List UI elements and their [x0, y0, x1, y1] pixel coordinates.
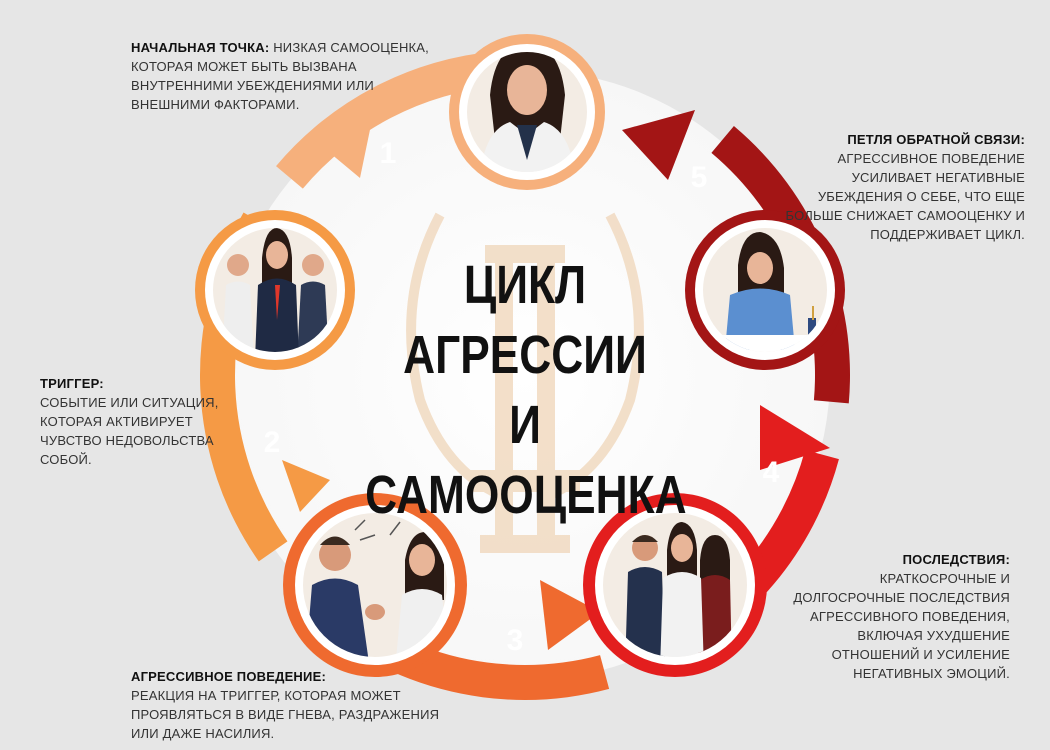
three-business-people-group	[625, 522, 732, 657]
ring-segment-3	[295, 580, 610, 700]
caption-step-4-heading: ПОСЛЕДСТВИЯ:	[902, 552, 1010, 567]
title-line-3: И САМООЦЕНКА	[365, 395, 687, 525]
caption-step-5: ПЕТЛЯ ОБРАТНОЙ СВЯЗИ: АГРЕССИВНОЕ ПОВЕДЕ…	[770, 130, 1025, 244]
arrowhead-1	[318, 120, 372, 178]
caption-step-3: АГРЕССИВНОЕ ПОВЕДЕНИЕ: РЕАКЦИЯ НА ТРИГГЕ…	[131, 667, 461, 743]
portrait-step-5	[685, 210, 845, 370]
caption-step-5-text: АГРЕССИВНОЕ ПОВЕДЕНИЕ УСИЛИВАЕТ НЕГАТИВН…	[785, 151, 1025, 242]
woman-in-white-blazer-portrait	[480, 52, 575, 172]
step-number-3: 3	[507, 624, 524, 657]
arrowhead-5	[622, 110, 695, 180]
portrait-step-1	[449, 34, 605, 190]
caption-step-4-text: КРАТКОСРОЧНЫЕ И ДОЛГОСРОЧНЫЕ ПОСЛЕДСТВИЯ…	[793, 571, 1010, 681]
portrait-step-2	[195, 210, 355, 370]
caption-step-5-heading: ПЕТЛЯ ОБРАТНОЙ СВЯЗИ:	[847, 132, 1025, 147]
portrait-step-3	[283, 493, 467, 677]
portrait-step-4	[583, 493, 767, 677]
caption-step-1-text: НИЗКАЯ САМООЦЕНКА, КОТОРАЯ МОЖЕТ БЫТЬ ВЫ…	[131, 40, 429, 112]
title-line-2: АГРЕССИИ	[403, 325, 647, 385]
watermark-logo	[406, 212, 644, 553]
caption-step-4: ПОСЛЕДСТВИЯ: КРАТКОСРОЧНЫЕ И ДОЛГОСРОЧНЫ…	[790, 550, 1010, 683]
arrowhead-2	[282, 460, 330, 512]
caption-step-3-text: РЕАКЦИЯ НА ТРИГГЕР, КОТОРАЯ МОЖЕТ ПРОЯВЛ…	[131, 688, 440, 741]
step-number-5: 5	[691, 161, 708, 194]
step-number-2: 2	[264, 426, 281, 459]
diagram-title: ЦИКЛ АГРЕССИИ И САМООЦЕНКА	[365, 250, 687, 530]
arrowhead-3	[540, 580, 600, 650]
arrowhead-4	[760, 405, 830, 470]
caption-step-1: НАЧАЛЬНАЯ ТОЧКА: НИЗКАЯ САМООЦЕНКА, КОТО…	[131, 38, 431, 114]
caption-step-3-heading: АГРЕССИВНОЕ ПОВЕДЕНИЕ:	[131, 669, 326, 684]
arrowheads	[282, 110, 830, 650]
step-number-4: 4	[763, 456, 780, 489]
title-line-1: ЦИКЛ	[463, 255, 587, 315]
step-numbers: 1 2 3 4 5	[264, 137, 780, 657]
stressed-woman-at-desk	[703, 232, 827, 352]
step-number-1: 1	[380, 137, 397, 170]
caption-step-2-heading: ТРИГГЕР:	[40, 376, 104, 391]
caption-step-2: ТРИГГЕР: СОБЫТИЕ ИЛИ СИТУАЦИЯ, КОТОРАЯ А…	[40, 374, 240, 469]
caption-step-1-heading: НАЧАЛЬНАЯ ТОЧКА:	[131, 40, 270, 55]
caption-step-2-text: СОБЫТИЕ ИЛИ СИТУАЦИЯ, КОТОРАЯ АКТИВИРУЕТ…	[40, 395, 219, 467]
